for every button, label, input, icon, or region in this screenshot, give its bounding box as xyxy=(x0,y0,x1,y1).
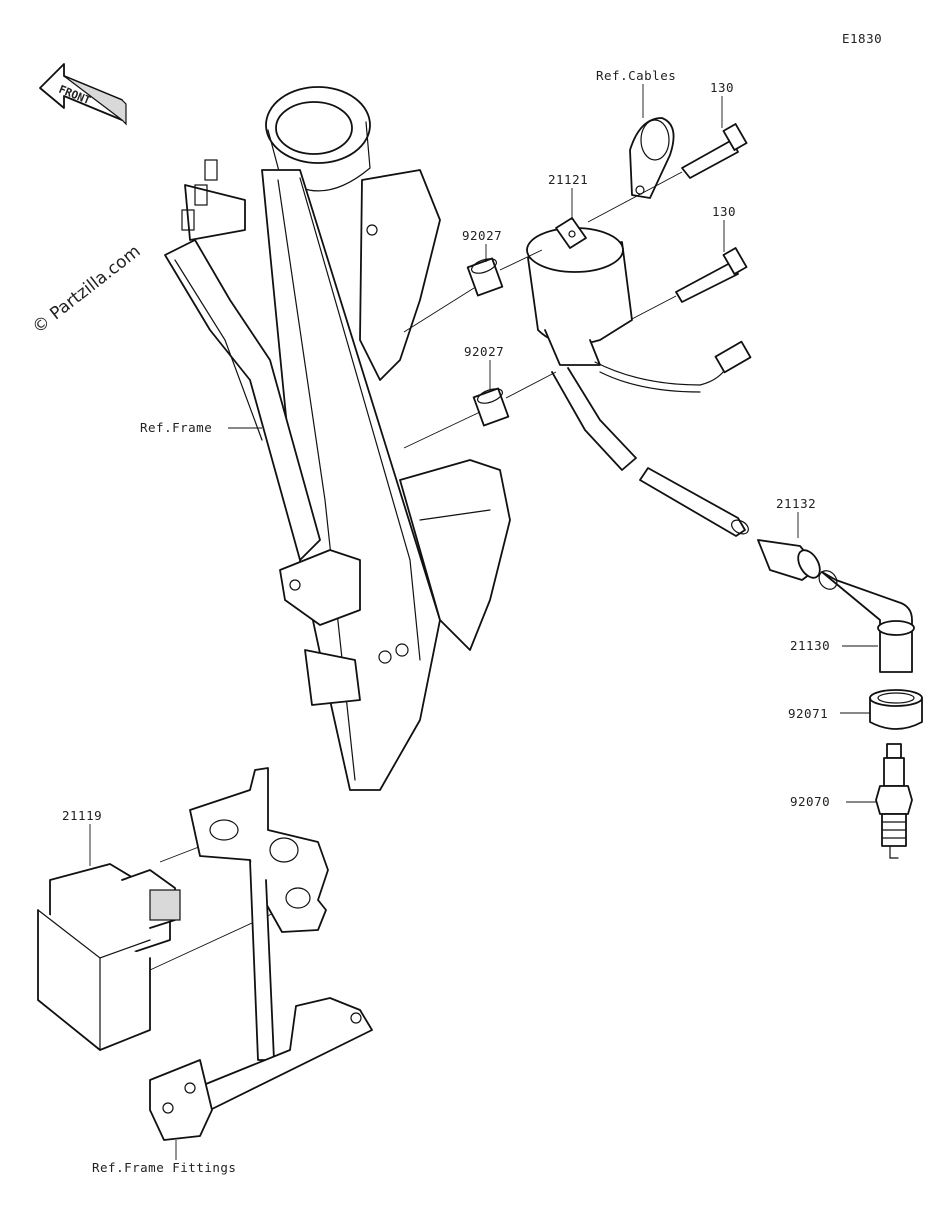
bolt-mid-illustration xyxy=(675,247,748,303)
frame-fittings-illustration xyxy=(149,767,373,1141)
watermark: © Partzilla.com xyxy=(29,241,145,338)
plug-cap-illustration xyxy=(818,570,915,673)
spark-plug-label: 92070 xyxy=(790,794,830,809)
front-arrow-icon: FRONT xyxy=(39,63,127,126)
seal-label: 92071 xyxy=(788,706,828,721)
bolt-top-label: 130 xyxy=(710,80,734,95)
bolt-mid-label: 130 xyxy=(712,204,736,219)
collar-lower-illustration xyxy=(472,387,510,427)
cdi-unit-illustration xyxy=(37,863,181,1051)
cdi-unit-label: 21119 xyxy=(62,808,102,823)
bolt-top-illustration xyxy=(681,123,748,179)
collar-upper-label: 92027 xyxy=(462,228,502,243)
collar-lower-label: 92027 xyxy=(464,344,504,359)
boot-joint-label: 21132 xyxy=(776,496,816,511)
cable-clamp-illustration xyxy=(629,117,675,199)
plug-cap-label: 21130 xyxy=(790,638,830,653)
ignition-coil-illustration xyxy=(526,217,752,471)
spark-plug-illustration xyxy=(875,743,913,859)
boot-joint-illustration xyxy=(757,539,821,581)
ref-frame-label: Ref.Frame xyxy=(140,420,212,435)
ref-frame-fittings-label: Ref.Frame Fittings xyxy=(92,1160,236,1175)
diagram-code: E1830 xyxy=(842,31,882,46)
ht-lead-illustration xyxy=(639,467,749,537)
ref-cables-label: Ref.Cables xyxy=(596,68,676,83)
frame-illustration xyxy=(164,86,511,791)
seal-illustration xyxy=(869,689,923,730)
bolt-top-leader xyxy=(587,171,683,223)
collar-upper-illustration xyxy=(466,257,504,297)
coil-label: 21121 xyxy=(548,172,588,187)
